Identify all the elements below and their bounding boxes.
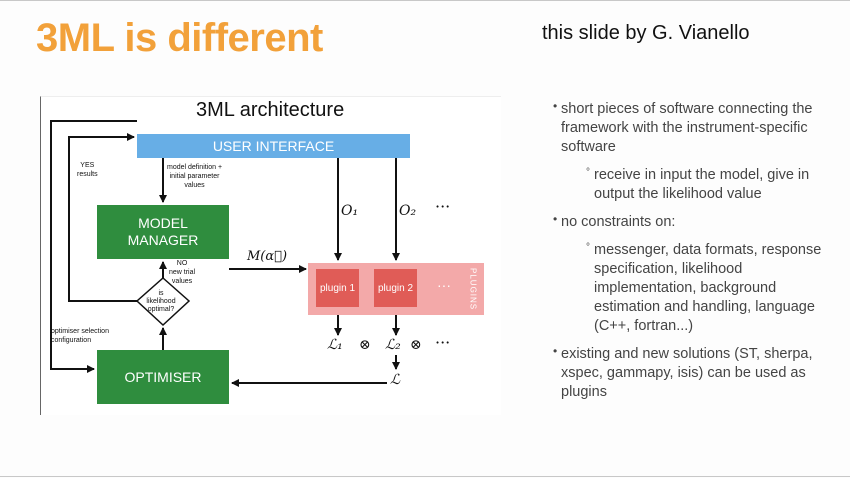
bullet-dot: • <box>553 344 558 358</box>
plugin-2-box: plugin 2 <box>374 269 417 307</box>
architecture-diagram: 3ML architecture USER INTERFACE MODEL MA… <box>40 96 501 415</box>
diamond-line1: is <box>158 290 164 297</box>
sub-bullet-text: receive in input the model, give in outp… <box>594 167 810 202</box>
sub-bullet-text: messenger, data formats, response specif… <box>594 242 822 334</box>
results-label: results <box>77 171 98 178</box>
total-likelihood-label: ℒ <box>390 372 401 388</box>
plugins-label: PLUGINS <box>468 267 478 311</box>
diamond-label: is likelihood optimal? <box>138 290 184 314</box>
sub-bullet-item: ° messenger, data formats, response speci… <box>553 241 843 336</box>
bullet-item: •no constraints on: <box>553 212 843 232</box>
likelihood-ellipsis: ··· <box>435 333 451 352</box>
yes-label: YES <box>80 162 95 169</box>
decision-diamond <box>135 276 191 327</box>
otimes-1-symbol: ⊗ <box>359 337 371 353</box>
slide-credit: this slide by G. Vianello <box>542 22 750 44</box>
model-manager-box: MODEL MANAGER <box>97 205 229 259</box>
diagram-connectors <box>50 120 400 387</box>
model-definition-line2: initial parameter <box>169 173 220 180</box>
sub-bullet-dot: ° <box>586 167 590 178</box>
plugins-ellipsis: ··· <box>437 277 451 293</box>
slide-title: 3ML is different <box>36 16 323 60</box>
diamond-line2: likelihood <box>146 298 176 305</box>
model-function-label: M(α⃗) <box>247 249 288 264</box>
optimiser-selection-label: optimiser selection configuration <box>51 327 109 345</box>
optimiser-box: OPTIMISER <box>97 350 229 404</box>
optimiser-selection-line2: configuration <box>51 337 92 344</box>
likelihood-1-label: ℒ₁ <box>327 337 343 353</box>
sub-bullet-dot: ° <box>586 242 590 253</box>
model-definition-label: model definition + initial parameter val… <box>167 163 222 190</box>
likelihood-2-label: ℒ₂ <box>385 337 401 353</box>
bullet-dot: • <box>553 99 558 113</box>
model-definition-line3: values <box>184 182 205 189</box>
user-interface-box: USER INTERFACE <box>137 134 410 158</box>
bullet-item: •existing and new solutions (ST, sherpa,… <box>553 344 843 402</box>
bullet-text: short pieces of software connecting the … <box>561 101 813 155</box>
bottom-border <box>0 476 850 477</box>
outputs-ellipsis: ··· <box>435 197 451 216</box>
diamond-line3: optimal? <box>147 306 175 313</box>
diagram-title: 3ML architecture <box>196 99 345 121</box>
values-label: values <box>171 278 193 285</box>
model-manager-line1: MODEL <box>138 215 188 231</box>
no-trial-label: NO new trial values <box>169 259 195 286</box>
model-manager-line2: MANAGER <box>127 232 199 248</box>
otimes-2-symbol: ⊗ <box>410 337 422 353</box>
bullet-dot: • <box>553 212 558 226</box>
config-arrow <box>50 120 137 373</box>
bullet-text: no constraints on: <box>561 214 676 230</box>
bullet-list: •short pieces of software connecting the… <box>553 99 843 411</box>
bullet-item: •short pieces of software connecting the… <box>553 99 843 157</box>
o2-label: O₂ <box>399 203 417 219</box>
o1-label: O₁ <box>341 203 359 219</box>
model-definition-line1: model definition + <box>167 164 223 171</box>
sub-bullet-item: ° receive in input the model, give in out… <box>553 166 843 204</box>
new-trial-label: new trial <box>169 269 196 276</box>
top-border <box>0 0 850 1</box>
yes-results-label: YES results <box>77 161 98 179</box>
no-label: NO <box>176 260 188 267</box>
plugin-1-box: plugin 1 <box>316 269 359 307</box>
yes-arrow <box>68 133 139 302</box>
optimiser-selection-line1: optimiser selection <box>51 328 109 335</box>
bullet-text: existing and new solutions (ST, sherpa, … <box>561 346 813 400</box>
